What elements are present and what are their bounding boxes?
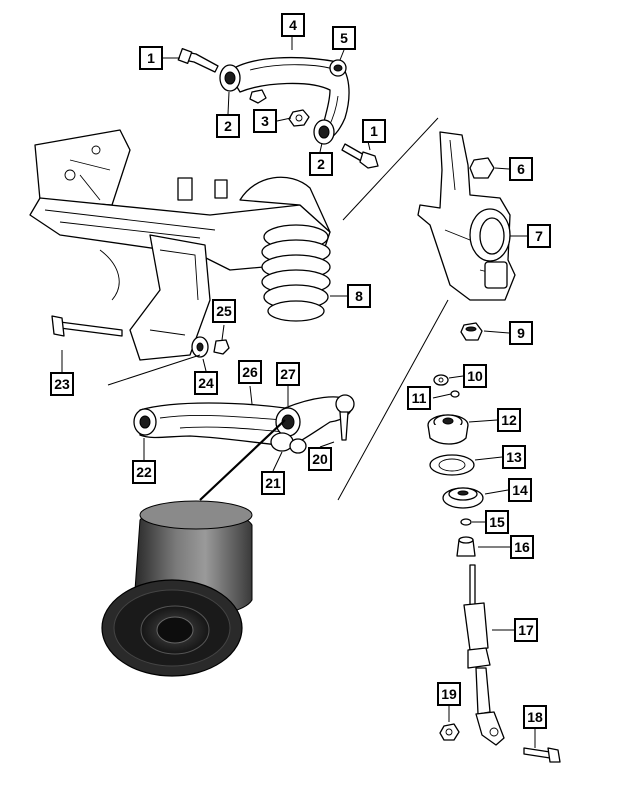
callout-3: 3 — [253, 109, 277, 133]
callout-2-rear-bushing: 2 — [309, 152, 333, 176]
coil-spring — [261, 224, 331, 322]
frame-crossmember — [29, 129, 331, 361]
callout-23: 23 — [50, 372, 74, 396]
upper-mount-12 — [427, 414, 469, 445]
washer-15 — [460, 518, 472, 526]
isolator-14 — [442, 487, 484, 509]
callout-11: 11 — [407, 386, 431, 410]
callout-5: 5 — [332, 26, 356, 50]
callout-10: 10 — [463, 364, 487, 388]
callout-27: 27 — [276, 362, 300, 386]
callout-19: 19 — [437, 682, 461, 706]
bushing-detail-view — [101, 500, 253, 677]
callout-26: 26 — [238, 360, 262, 384]
shock-absorber-17 — [463, 564, 505, 746]
callout-17: 17 — [514, 618, 538, 642]
nut-10 — [433, 374, 449, 386]
callout-15: 15 — [485, 510, 509, 534]
callout-13: 13 — [502, 445, 526, 469]
callout-8: 8 — [347, 284, 371, 308]
callout-25: 25 — [212, 299, 236, 323]
callout-2-upper-bushing: 2 — [216, 114, 240, 138]
spring-seat-13 — [429, 454, 475, 476]
nut-24 — [191, 336, 209, 358]
nut-19 — [439, 723, 460, 741]
jounce-bumper-16 — [456, 536, 476, 557]
washer-25 — [213, 339, 230, 355]
nut-6 — [469, 157, 495, 179]
bolt-18 — [523, 747, 561, 763]
callout-9: 9 — [509, 321, 533, 345]
upper-control-arm — [219, 56, 350, 145]
callout-6: 6 — [509, 157, 533, 181]
callout-12: 12 — [497, 408, 521, 432]
callout-7: 7 — [527, 224, 551, 248]
bolt-23 — [51, 315, 123, 337]
washer-3 — [249, 89, 267, 104]
bolt-1-right — [341, 143, 379, 169]
callout-1-upper-bolt: 1 — [139, 46, 163, 70]
callout-21: 21 — [261, 471, 285, 495]
bolt-1-upper — [177, 48, 219, 73]
callout-14: 14 — [508, 478, 532, 502]
callout-24: 24 — [194, 371, 218, 395]
steering-knuckle — [417, 131, 516, 301]
callout-22: 22 — [132, 460, 156, 484]
bushing-21 — [270, 432, 307, 454]
washer-11 — [450, 390, 460, 398]
callout-4: 4 — [281, 13, 305, 37]
lower-control-arm — [133, 394, 355, 447]
nut-3 — [288, 109, 310, 127]
nut-9 — [460, 322, 483, 341]
leader-lines — [61, 37, 536, 748]
callout-18: 18 — [523, 705, 547, 729]
callout-20: 20 — [308, 447, 332, 471]
callout-16: 16 — [510, 535, 534, 559]
callout-1-right-bolt: 1 — [362, 119, 386, 143]
